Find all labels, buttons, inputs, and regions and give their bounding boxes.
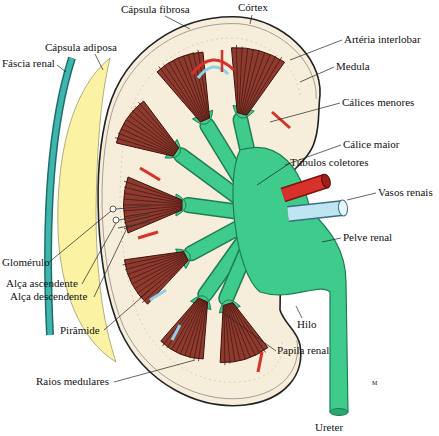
leader-line	[322, 238, 341, 242]
collecting-tubule-stripe	[239, 47, 242, 114]
nephron-loop	[116, 206, 150, 228]
leader-line	[48, 211, 111, 263]
part-label: Fáscia renal	[2, 57, 55, 70]
arcuate-vein	[150, 290, 166, 300]
part-label: Raios medulares	[36, 375, 109, 388]
collecting-tubule-stripe	[194, 301, 206, 359]
leader-lines	[48, 15, 376, 382]
vein-end	[338, 200, 349, 217]
glomerulus	[113, 217, 119, 223]
collecting-tubule-stripe	[169, 63, 203, 121]
collecting-tubule-stripe	[138, 102, 178, 148]
part-label: Vasos renais	[378, 186, 433, 199]
collecting-tubule-stripe	[230, 303, 255, 355]
part-label: Hilo	[297, 318, 317, 331]
collecting-tubule-stripe	[142, 260, 188, 303]
collecting-tubule-stripe	[130, 115, 177, 151]
leader-line	[222, 312, 276, 351]
part-label: Alça descendente	[10, 290, 87, 303]
part-label: Papila renal	[277, 344, 329, 357]
leader-line	[257, 163, 290, 185]
artery-end	[320, 173, 332, 189]
collecting-tubule-stripe	[167, 299, 200, 348]
arcuate-artery	[272, 112, 290, 128]
collecting-tubule-stripe	[125, 253, 184, 270]
collecting-tubule-stripe	[137, 258, 187, 293]
arcuate-artery	[140, 168, 160, 180]
renal-pyramid	[124, 252, 188, 305]
leader-line	[270, 103, 340, 122]
collecting-tubule-stripe	[127, 120, 176, 152]
collecting-tubule-stripe	[236, 45, 237, 113]
renal-pyramid	[124, 177, 183, 233]
ureter-end	[330, 409, 348, 416]
arcuate-artery	[138, 232, 158, 238]
renal-artery-edge	[283, 181, 326, 195]
interlobar-artery	[221, 50, 224, 72]
part-label: Cápsula fibrosa	[121, 3, 190, 16]
leader-line	[347, 193, 376, 200]
collecting-tubule-stripe	[124, 205, 182, 206]
renal-vein-edge	[288, 208, 343, 214]
collecting-tubule-stripe	[124, 206, 182, 211]
renal-vein	[288, 208, 343, 214]
collecting-tubule-stripe	[246, 57, 282, 115]
collecting-tubule-stripe	[124, 181, 182, 201]
arcuate-artery	[258, 352, 262, 372]
collecting-tubule-stripe	[174, 60, 204, 120]
collecting-tubule-stripe	[244, 54, 270, 114]
collecting-tubule-stripe	[132, 111, 177, 150]
leader-line	[296, 306, 302, 318]
collecting-tubule-stripe	[171, 299, 201, 350]
leader-line	[57, 65, 66, 72]
leader-line	[300, 67, 334, 82]
collecting-tubule-stripe	[162, 298, 199, 346]
collecting-tubule-stripe	[135, 106, 177, 149]
leader-line	[290, 40, 342, 60]
part-label: Córtex	[238, 1, 268, 14]
collecting-tubule-stripe	[241, 50, 253, 114]
collecting-tubule-stripe	[130, 255, 186, 279]
part-label: Cápsula adiposa	[45, 41, 117, 54]
part-label: Túbulos coletores	[290, 156, 369, 169]
part-label: Alça ascendente	[6, 277, 78, 290]
part-label: M	[372, 379, 377, 387]
collecting-tubule-stripe	[232, 303, 265, 353]
arcuate-vein	[172, 325, 180, 340]
interlobar-vein	[198, 67, 228, 78]
part-label: Cálice maior	[343, 138, 400, 151]
collecting-tubule-stripe	[225, 305, 230, 364]
collecting-tubule-stripe	[128, 254, 185, 274]
part-label: Ureter	[315, 421, 343, 434]
leader-line	[165, 16, 190, 29]
leader-line	[82, 223, 116, 284]
collecting-tubule-stripe	[159, 67, 201, 122]
part-label: Medula	[336, 60, 370, 73]
collecting-tubule-stripe	[115, 138, 174, 156]
renal-pelvis	[233, 147, 348, 412]
leader-line	[114, 360, 195, 382]
part-label: Cálices menores	[342, 96, 414, 109]
collecting-tubule-stripe	[135, 257, 187, 289]
part-label: Artéria interlobar	[344, 33, 421, 46]
collecting-tubule-stripe	[245, 56, 276, 115]
leader-line	[104, 290, 150, 330]
renal-artery	[283, 181, 326, 195]
part-label: Glomérulo	[2, 256, 50, 269]
leader-line	[250, 15, 252, 24]
pyramids	[115, 45, 284, 365]
part-label: Pelve renal	[343, 231, 392, 244]
leader-line	[94, 226, 128, 297]
collecting-tubule-stripe	[183, 56, 206, 119]
collecting-tubule-stripe	[124, 187, 182, 202]
collecting-tubule-stripe	[123, 252, 184, 265]
part-label: Pirâmide	[60, 324, 100, 337]
renal-pyramid	[161, 298, 208, 359]
leader-line	[95, 54, 103, 70]
